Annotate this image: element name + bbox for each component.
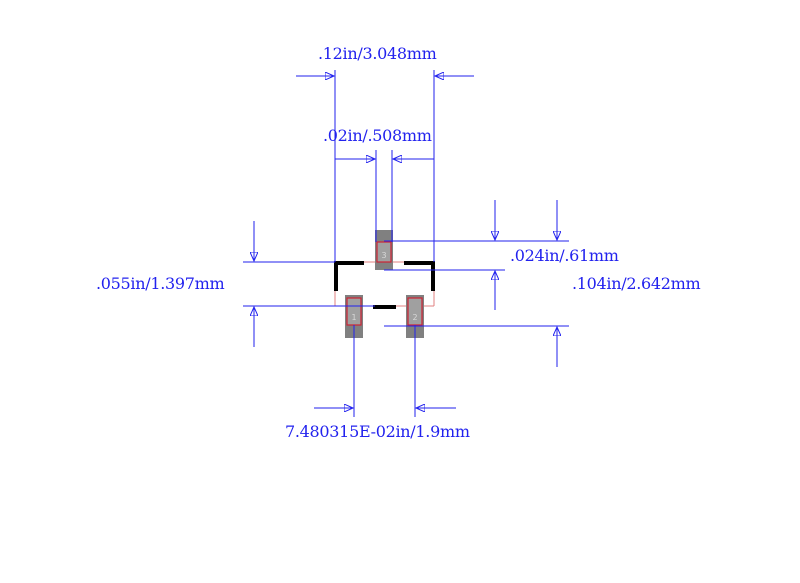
pad-1-label: 1 bbox=[351, 313, 356, 322]
pad-3[interactable]: 3 bbox=[375, 230, 393, 270]
dim-pad-height-label: .024in/.61mm bbox=[510, 246, 619, 265]
pad-2[interactable]: 2 bbox=[406, 295, 424, 338]
pad-2-label: 2 bbox=[412, 313, 417, 322]
dim-overall-width-label: .12in/3.048mm bbox=[318, 44, 437, 63]
dim-pad-pitch-label: 7.480315E-02in/1.9mm bbox=[285, 422, 470, 441]
dim-pad-width-label: .02in/.508mm bbox=[323, 126, 432, 145]
dim-overall-height-label: .104in/2.642mm bbox=[572, 274, 701, 293]
pad-3-label: 3 bbox=[381, 251, 386, 260]
silkscreen-outline bbox=[334, 261, 435, 309]
dimension-lines bbox=[243, 70, 569, 417]
dim-body-height-label: .055in/1.397mm bbox=[96, 274, 225, 293]
